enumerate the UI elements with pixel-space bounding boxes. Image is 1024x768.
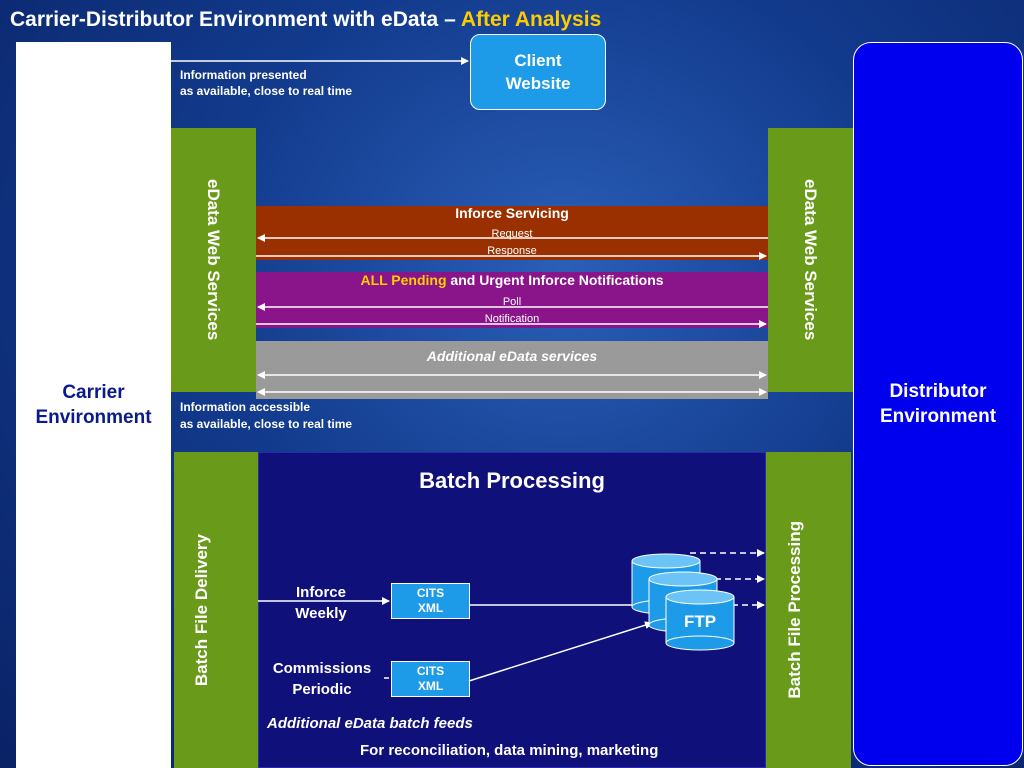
- commissions-line2: Periodic: [292, 681, 352, 698]
- arrow-cits2-to-ftp: [468, 621, 653, 682]
- info-accessible: Information accessible as available, clo…: [180, 399, 352, 433]
- cits2-line1: CITS: [416, 664, 445, 678]
- client-website-label: Client Website: [505, 51, 571, 93]
- client-website-box: Client Website: [470, 34, 606, 110]
- title-highlight: After Analysis: [460, 8, 602, 31]
- ftp-label: FTP: [683, 612, 717, 631]
- edata-left-label: eData Web Services: [204, 179, 223, 341]
- info-presented-line1: Information presented: [180, 68, 307, 82]
- ftp-cylinder-front: [665, 589, 735, 651]
- commissions-line1: Commissions: [272, 660, 372, 677]
- info-accessible-line1: Information accessible: [180, 400, 311, 414]
- batch-footer: For reconciliation, data mining, marketi…: [360, 742, 659, 759]
- cits-xml-box-2: CITS XML: [391, 661, 470, 697]
- inforce-servicing-band: Inforce Servicing Request Response: [256, 205, 768, 260]
- inforce-weekly-line1: Inforce: [295, 584, 346, 601]
- commissions-periodic-label: Commissions Periodic: [262, 658, 382, 700]
- inforce-weekly-line2: Weekly: [295, 605, 347, 622]
- cits2-line2: XML: [417, 679, 444, 693]
- pending-title-rest: and Urgent Inforce Notifications: [450, 272, 664, 288]
- distributor-environment: Distributor Environment: [853, 42, 1023, 766]
- batch-file-processing: Batch File Processing: [766, 452, 851, 768]
- carrier-label: Carrier Environment: [35, 382, 152, 428]
- cits1-line1: CITS: [416, 586, 445, 600]
- info-presented-line2: as available, close to real time: [180, 84, 353, 98]
- pending-title-highlight: ALL Pending: [360, 272, 447, 288]
- info-presented: Information presented as available, clos…: [180, 67, 352, 99]
- poll-label: Poll: [502, 296, 522, 308]
- response-label: Response: [487, 245, 537, 257]
- additional-batch-feeds: Additional eData batch feeds: [267, 715, 473, 732]
- pending-title: ALL Pending and Urgent Inforce Notificat…: [256, 272, 768, 288]
- inforce-weekly-label: Inforce Weekly: [284, 582, 358, 624]
- title-main: Carrier-Distributor Environment with eDa…: [10, 8, 456, 31]
- cits1-line2: XML: [417, 601, 444, 615]
- request-label: Request: [491, 228, 533, 240]
- info-accessible-line2: as available, close to real time: [180, 417, 353, 431]
- edata-web-services-right: eData Web Services: [768, 128, 853, 392]
- batch-title: Batch Processing: [419, 468, 605, 493]
- additional-services-label: Additional eData services: [426, 348, 598, 364]
- batch-file-delivery: Batch File Delivery: [174, 452, 258, 768]
- carrier-environment: Carrier Environment: [16, 42, 171, 768]
- distributor-label: Distributor Environment: [879, 381, 997, 427]
- notification-label: Notification: [484, 313, 540, 325]
- edata-web-services-left: eData Web Services: [171, 128, 256, 392]
- page-title: Carrier-Distributor Environment with eDa…: [10, 8, 601, 32]
- inforce-title: Inforce Servicing: [455, 205, 569, 221]
- cits-xml-box-1: CITS XML: [391, 583, 470, 619]
- edata-right-label: eData Web Services: [801, 179, 820, 341]
- pending-notifications-band: ALL Pending and Urgent Inforce Notificat…: [256, 272, 768, 328]
